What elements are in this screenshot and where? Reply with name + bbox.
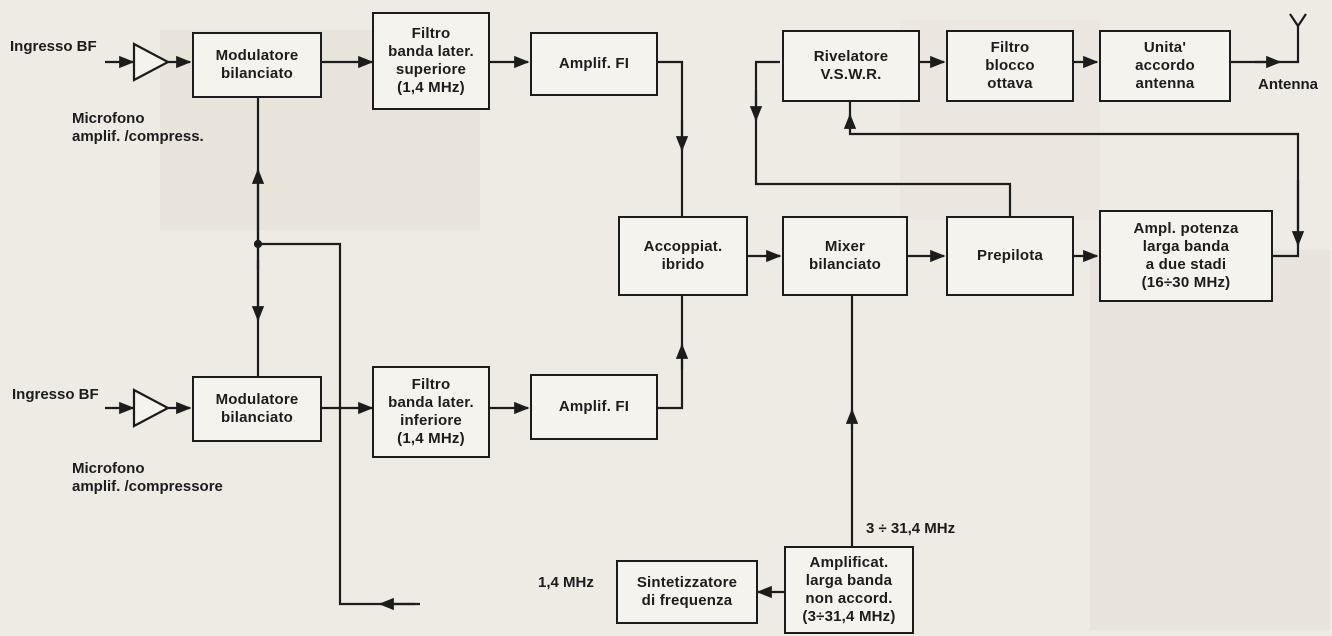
microphone-top-label: Microfono amplif. /compress. <box>72 110 204 145</box>
amplifier-triangle-bottom <box>132 388 171 428</box>
input-bf-bottom-label: Ingresso BF <box>12 386 99 403</box>
antenna-label: Antenna <box>1258 76 1318 93</box>
input-bf-top-label: Ingresso BF <box>10 38 97 55</box>
amp-fi-top-label: Amplif. FI <box>558 55 630 72</box>
antenna-tuning-unit-block: Unita' accordo antenna <box>1099 30 1231 102</box>
amplifier-triangle-top <box>132 42 171 82</box>
hybrid-coupler-block: Accoppiat. ibrido <box>618 216 748 296</box>
filter-upper-sideband-block: Filtro banda later. superiore (1,4 MHz) <box>372 12 490 110</box>
microphone-bottom-label: Microfono amplif. /compressore <box>72 460 223 495</box>
wideband-amplifier-label: Amplificat. larga banda non accord. (3÷3… <box>802 554 896 625</box>
power-amplifier-block: Ampl. potenza larga banda a due stadi (1… <box>1099 210 1273 302</box>
vswr-detector-label: Rivelatore V.S.W.R. <box>813 48 889 83</box>
power-amplifier-label: Ampl. potenza larga banda a due stadi (1… <box>1133 220 1239 291</box>
prepilota-label: Prepilota <box>977 247 1043 264</box>
amp-fi-bottom-label: Amplif. FI <box>558 398 630 415</box>
antenna-icon <box>1289 13 1307 28</box>
wideband-amplifier-block: Amplificat. larga banda non accord. (3÷3… <box>784 546 914 634</box>
prepilota-block: Prepilota <box>946 216 1074 296</box>
frequency-synthesizer-block: Sintetizzatore di frequenza <box>616 560 758 624</box>
vswr-detector-block: Rivelatore V.S.W.R. <box>782 30 920 102</box>
balanced-mixer-block: Mixer bilanciato <box>782 216 908 296</box>
modulator-bottom-block: Modulatore bilanciato <box>192 376 322 442</box>
octave-filter-label: Filtro blocco ottava <box>985 39 1035 92</box>
octave-block-filter-block: Filtro blocco ottava <box>946 30 1074 102</box>
frequency-synthesizer-label: Sintetizzatore di frequenza <box>636 574 738 609</box>
hybrid-coupler-label: Accoppiat. ibrido <box>643 238 723 273</box>
modulator-top-block: Modulatore bilanciato <box>192 32 322 98</box>
filter-lower-label: Filtro banda later. inferiore (1,4 MHz) <box>388 376 474 447</box>
synth-frequency-label: 1,4 MHz <box>538 574 594 591</box>
mixer-frequency-label: 3 ÷ 31,4 MHz <box>866 520 956 537</box>
filter-upper-label: Filtro banda later. superiore (1,4 MHz) <box>388 25 474 96</box>
filter-lower-sideband-block: Filtro banda later. inferiore (1,4 MHz) <box>372 366 490 458</box>
modulator-bottom-label: Modulatore bilanciato <box>215 391 299 426</box>
amp-fi-top-block: Amplif. FI <box>530 32 658 96</box>
amp-fi-bottom-block: Amplif. FI <box>530 374 658 440</box>
antenna-tuning-label: Unita' accordo antenna <box>1135 39 1195 92</box>
modulator-top-label: Modulatore bilanciato <box>215 47 299 82</box>
balanced-mixer-label: Mixer bilanciato <box>808 238 881 273</box>
